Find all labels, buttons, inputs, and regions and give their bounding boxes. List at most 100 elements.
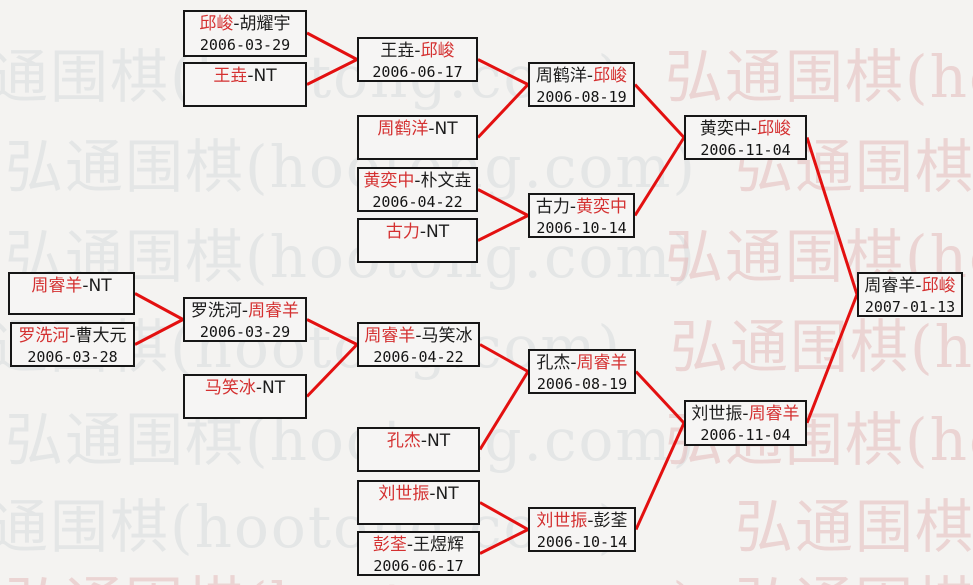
- match-date: 2006-04-22: [373, 348, 464, 366]
- connector-line: [306, 318, 358, 346]
- player-segment: 黄奕中-: [699, 119, 758, 139]
- player-segment: -胡耀宇: [233, 14, 291, 34]
- player-segment: -NT: [255, 378, 286, 398]
- match-players: 孔杰-NT: [359, 429, 478, 452]
- match-players: 孔杰-周睿羊: [530, 351, 634, 374]
- player-segment: 周睿羊: [248, 301, 300, 321]
- player-segment: 邱峻: [593, 66, 628, 86]
- player-segment: 邱峻: [199, 14, 234, 34]
- watermark-text: 弘通围棋(hootong.com): [735, 557, 973, 585]
- player-segment: -NT: [429, 484, 459, 504]
- connector-line: [305, 343, 359, 398]
- match-box-round2-wangyao-qiujun: 王垚-邱峻 2006-06-17: [357, 37, 478, 82]
- match-box-round2-huangyizhong-piaowenyao: 黄奕中-朴文垚 2006-04-22: [357, 167, 478, 212]
- connector-line: [634, 370, 686, 425]
- player-segment: 邱峻: [921, 276, 956, 296]
- player-segment: 周睿羊: [576, 353, 628, 373]
- player-segment: 罗洗河-: [190, 301, 249, 321]
- match-players: 古力-NT: [359, 220, 476, 243]
- player-segment: 王垚: [213, 66, 248, 86]
- connector-line: [479, 343, 529, 373]
- watermark-text: 弘通围棋(hootong.com): [670, 313, 973, 381]
- player-segment: -NT: [420, 431, 451, 451]
- connector-line: [479, 501, 529, 531]
- connector-line: [477, 214, 529, 242]
- connector-line: [477, 58, 529, 86]
- player-segment: 邱峻: [420, 41, 455, 61]
- match-players: 周睿羊-邱峻: [859, 274, 961, 297]
- match-box-round2-luoxihe-zhouruiyang: 罗洗河-周睿羊 2006-03-29: [183, 297, 307, 342]
- match-date: 2006-10-14: [536, 533, 628, 551]
- match-players: 周睿羊-马笑冰: [359, 324, 478, 347]
- connector-line: [805, 293, 859, 424]
- match-box-round3-zhouheyang-qiujun: 周鹤洋-邱峻 2006-08-19: [528, 62, 635, 107]
- match-players: 刘世振-周睿羊: [686, 402, 805, 425]
- match-date: 2006-10-14: [536, 219, 627, 237]
- watermark-text: 弘通围棋(hootong.com): [735, 493, 973, 561]
- connector-line: [479, 528, 529, 555]
- match-box-round2-guli-bye: 古力-NT: [357, 218, 478, 263]
- watermark-text: 弘通围棋(hootong.com): [0, 43, 620, 111]
- connector-line: [477, 188, 529, 217]
- match-players: 王垚-邱峻: [359, 39, 476, 62]
- match-box-round2-maxiaobing-bye: 马笑冰-NT: [183, 374, 307, 419]
- player-segment: 周睿羊-: [864, 276, 922, 296]
- watermark-text: 弘通围棋(hootong.com): [5, 133, 697, 201]
- player-segment: 罗洗河: [18, 326, 70, 346]
- match-players: 刘世振-NT: [359, 482, 478, 505]
- player-segment: 刘世振: [536, 511, 588, 531]
- match-box-round2-liushizhen-bye: 刘世振-NT: [357, 480, 480, 525]
- match-players: 黄奕中-邱峻: [686, 117, 805, 140]
- match-players: 马笑冰-NT: [185, 376, 305, 399]
- match-date: 2006-03-29: [199, 323, 291, 341]
- match-box-semifinal-huangyizhong-qiujun: 黄奕中-邱峻 2006-11-04: [684, 115, 807, 160]
- connector-line: [805, 137, 859, 295]
- player-segment: 周鹤洋: [377, 119, 429, 139]
- player-segment: -朴文垚: [414, 171, 472, 191]
- match-players: 邱峻-胡耀宇: [185, 12, 305, 35]
- player-segment: 刘世振: [378, 484, 430, 504]
- match-box-round1-qiujun-huyaoyu: 邱峻-胡耀宇 2006-03-29: [183, 10, 307, 57]
- match-date: 2006-11-04: [700, 426, 791, 444]
- player-segment: -马笑冰: [415, 326, 473, 346]
- player-segment: 黄奕中: [576, 197, 628, 217]
- connector-line: [634, 422, 686, 531]
- match-box-round3-zhouruiyang-maxiaobing: 周睿羊-马笑冰 2006-04-22: [357, 322, 480, 367]
- player-segment: 周睿羊: [31, 276, 83, 296]
- player-segment: 孔杰: [386, 431, 421, 451]
- connector-line: [134, 292, 184, 321]
- player-segment: -NT: [428, 119, 458, 139]
- player-segment: 黄奕中: [363, 171, 415, 191]
- match-date: 2006-03-29: [199, 36, 291, 54]
- match-players: 罗洗河-曹大元: [12, 324, 133, 347]
- player-segment: -曹大元: [69, 326, 127, 346]
- connector-line: [306, 31, 358, 61]
- connector-line: [306, 58, 358, 86]
- player-segment: 马笑冰: [204, 378, 256, 398]
- player-segment: -NT: [419, 222, 450, 242]
- player-segment: 刘世振-: [691, 404, 749, 424]
- match-players: 黄奕中-朴文垚: [359, 169, 476, 192]
- match-box-round3-kongjie-bye: 孔杰-NT: [357, 427, 480, 472]
- match-date: 2007-01-13: [864, 298, 956, 316]
- match-players: 彭荃-王煜辉: [359, 533, 478, 556]
- match-players: 周鹤洋-NT: [359, 117, 476, 140]
- match-box-round3-liushizhen-pengquan: 刘世振-彭荃 2006-10-14: [528, 507, 636, 552]
- connector-line: [134, 318, 184, 346]
- player-segment: 周睿羊: [364, 326, 416, 346]
- watermark-text: 弘通围棋(hootong.com): [665, 43, 973, 111]
- match-box-round1-wangyao-bye: 王垚-NT: [183, 62, 307, 107]
- connector-line: [476, 83, 530, 139]
- match-date: 2006-08-19: [536, 375, 628, 393]
- match-box-round1-zhouruiyang-bye: 周睿羊-NT: [8, 272, 135, 315]
- match-date: 2006-06-17: [372, 63, 463, 81]
- player-segment: 古力-: [535, 197, 577, 217]
- watermark-text: 弘通围棋(hootong.com): [0, 493, 622, 561]
- connector-line: [633, 83, 686, 139]
- connector-line: [633, 136, 686, 217]
- player-segment: -NT: [82, 276, 112, 296]
- match-date: 2006-11-04: [700, 141, 791, 159]
- match-players: 周睿羊-NT: [10, 274, 133, 297]
- match-box-round2-zhouheyang-bye: 周鹤洋-NT: [357, 115, 478, 160]
